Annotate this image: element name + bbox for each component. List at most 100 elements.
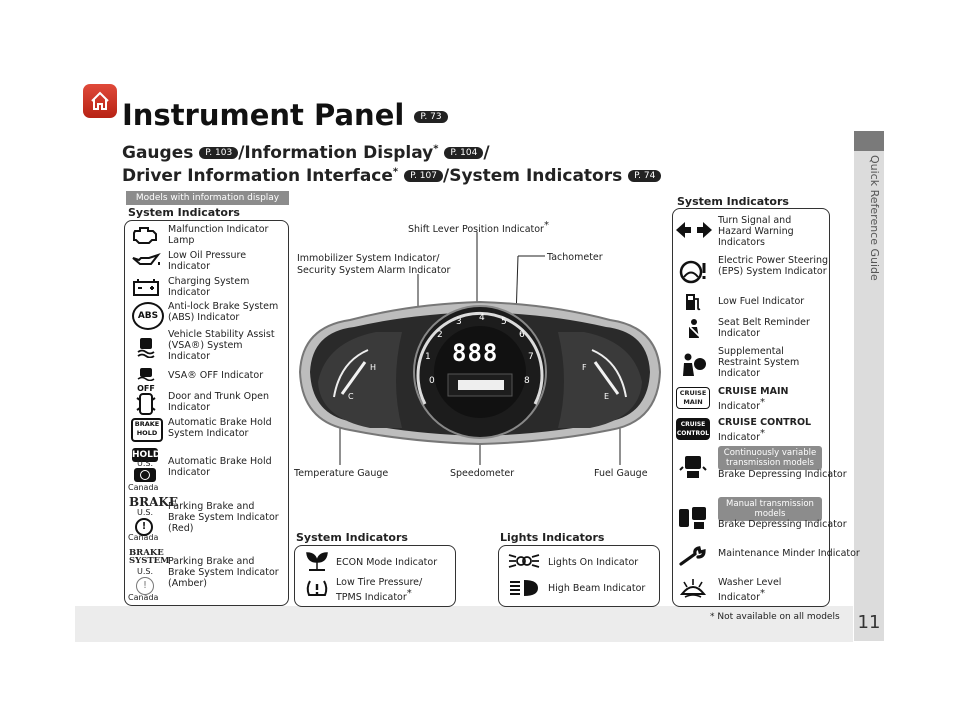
oil-can-icon bbox=[130, 252, 162, 274]
tach-tick-8: 8 bbox=[524, 376, 530, 386]
speed-digits: 888 bbox=[452, 339, 499, 367]
cruise-main-icon: CRUISE MAIN bbox=[676, 387, 710, 409]
footer-strip bbox=[75, 606, 853, 642]
door-label: Door and Trunk Open Indicator bbox=[168, 391, 270, 413]
page-number: 11 bbox=[857, 612, 881, 633]
fuel-pump-icon bbox=[684, 292, 702, 316]
high-beam-label: High Beam Indicator bbox=[548, 583, 646, 594]
tire-pressure-icon bbox=[304, 578, 330, 604]
brake-hold-canada-icon bbox=[134, 468, 156, 482]
parking-brake-amber-icon: BRAKE SYSTEM bbox=[129, 548, 170, 566]
asterisk: * bbox=[759, 588, 765, 599]
side-label: Quick Reference Guide bbox=[868, 155, 881, 281]
brake-depress-mt-label: Brake Depressing Indicator bbox=[718, 519, 847, 530]
abs-label: Anti-lock Brake System (ABS) Indicator bbox=[168, 301, 286, 323]
dii-text: Driver Information Interface bbox=[122, 166, 393, 186]
system-indicators-text: /System Indicators bbox=[443, 166, 623, 186]
cruise-control-icon: CRUISE CONTROL bbox=[676, 418, 710, 440]
asterisk: * bbox=[759, 397, 765, 408]
brake-hold-label: Automatic Brake Hold Indicator bbox=[168, 456, 272, 478]
page-title: Instrument Panel P. 73 bbox=[122, 98, 448, 132]
washer-icon bbox=[678, 576, 708, 604]
page-ref-link[interactable]: P. 73 bbox=[414, 111, 448, 123]
tpms-label-line1: Low Tire Pressure/ bbox=[336, 577, 423, 588]
asterisk: * bbox=[543, 220, 549, 231]
brake-hold-icon: HOLD bbox=[132, 448, 161, 462]
system-indicators-ref-link[interactable]: P. 74 bbox=[628, 170, 662, 182]
srs-label: Supplemental Restraint System Indicator bbox=[718, 346, 800, 379]
econ-icon bbox=[304, 550, 330, 576]
charging-label: Charging System Indicator bbox=[168, 276, 250, 298]
subtitle-line-1: Gauges P. 103/Information Display* P. 10… bbox=[122, 143, 490, 163]
tpms-label: Low Tire Pressure/ TPMS Indicator* bbox=[336, 577, 422, 603]
cruise-main-label: CRUISE MAIN Indicator* bbox=[718, 386, 788, 412]
battery-icon bbox=[130, 277, 162, 301]
high-beam-icon bbox=[508, 578, 540, 602]
parking-brake-red-canada-icon: ! bbox=[135, 518, 153, 536]
gauges-ref-link[interactable]: P. 103 bbox=[199, 147, 239, 159]
tach-tick-7: 7 bbox=[528, 352, 534, 362]
asterisk: * bbox=[406, 588, 412, 599]
malfunction-label: Malfunction Indicator Lamp bbox=[168, 224, 269, 246]
low-fuel-label: Low Fuel Indicator bbox=[718, 296, 805, 307]
turn-signal-icon bbox=[675, 220, 713, 244]
mt-badge: Manual transmission models bbox=[718, 497, 822, 521]
models-badge: Models with information display bbox=[126, 191, 289, 205]
region-canada-2: Canada bbox=[128, 533, 159, 542]
cvt-badge: Continuously variable transmission model… bbox=[718, 446, 822, 470]
home-icon bbox=[91, 91, 109, 110]
home-button[interactable] bbox=[83, 84, 117, 118]
sidebar-tab-marker bbox=[854, 131, 884, 151]
cruise-control-label: CRUISE CONTROL Indicator* bbox=[718, 417, 811, 443]
eps-label: Electric Power Steering (EPS) System Ind… bbox=[718, 255, 829, 277]
tach-tick-1: 1 bbox=[425, 352, 431, 362]
immobilizer-callout: Immobilizer System Indicator/ Security S… bbox=[297, 253, 450, 277]
cruise-main-label-line1: CRUISE MAIN bbox=[718, 386, 789, 397]
brake-depress-cvt-icon bbox=[679, 454, 707, 484]
immobilizer-text-2: Security System Alarm Indicator bbox=[297, 265, 451, 276]
door-open-icon bbox=[136, 392, 156, 420]
fuel-empty-label: E bbox=[604, 392, 610, 401]
econ-label: ECON Mode Indicator bbox=[336, 557, 438, 568]
info-display-text: /Information Display bbox=[238, 143, 434, 163]
abs-label-line1: Anti-lock Brake System bbox=[168, 301, 279, 312]
cruise-main-label-line2: Indicator bbox=[718, 401, 760, 413]
region-canada-3: Canada bbox=[128, 593, 159, 602]
lights-heading: Lights Indicators bbox=[500, 531, 605, 544]
vsa-off-icon: OFF bbox=[134, 366, 158, 393]
engine-icon bbox=[130, 224, 162, 250]
gauges-text: Gauges bbox=[122, 143, 194, 163]
vsa-off-label: VSA® OFF Indicator bbox=[168, 370, 264, 381]
info-display-ref-link[interactable]: P. 104 bbox=[444, 147, 484, 159]
dii-ref-link[interactable]: P. 107 bbox=[404, 170, 443, 182]
lights-on-icon bbox=[508, 551, 540, 575]
tach-tick-2: 2 bbox=[437, 330, 443, 340]
subtitle-line-2: Driver Information Interface* P. 107/Sys… bbox=[122, 166, 662, 186]
shift-lever-callout: Shift Lever Position Indicator* bbox=[408, 220, 549, 235]
washer-label-line1: Washer Level bbox=[718, 577, 782, 588]
tpms-label-line2: TPMS Indicator bbox=[336, 592, 407, 604]
maintenance-label: Maintenance Minder Indicator bbox=[718, 548, 860, 559]
region-us-3: U.S. bbox=[137, 567, 154, 576]
asterisk: * bbox=[392, 166, 399, 178]
fuel-callout: Fuel Gauge bbox=[594, 468, 648, 479]
tach-tick-4: 4 bbox=[479, 313, 485, 323]
turn-signal-label: Turn Signal and Hazard Warning Indicator… bbox=[718, 215, 794, 248]
temp-hot-label: H bbox=[370, 363, 377, 372]
temperature-callout: Temperature Gauge bbox=[294, 468, 389, 479]
tach-tick-0: 0 bbox=[429, 376, 435, 386]
right-system-heading: System Indicators bbox=[677, 195, 789, 208]
shift-lever-text: Shift Lever Position Indicator bbox=[408, 224, 544, 236]
slash: / bbox=[483, 143, 490, 163]
abs-icon: ABS bbox=[132, 302, 164, 330]
asterisk: * bbox=[759, 428, 765, 439]
abs-label-line2: (ABS) Indicator bbox=[168, 312, 240, 323]
sidebar-tab bbox=[854, 131, 884, 641]
center-system-heading: System Indicators bbox=[296, 531, 408, 544]
region-canada-1: Canada bbox=[128, 483, 159, 492]
oil-pressure-label: Low Oil Pressure Indicator bbox=[168, 250, 247, 272]
brake-hold-system-icon: BRAKE HOLD bbox=[131, 418, 163, 442]
immobilizer-text-1: Immobilizer System Indicator/ bbox=[297, 253, 440, 264]
left-system-heading: System Indicators bbox=[128, 206, 240, 219]
srs-icon bbox=[678, 352, 708, 382]
